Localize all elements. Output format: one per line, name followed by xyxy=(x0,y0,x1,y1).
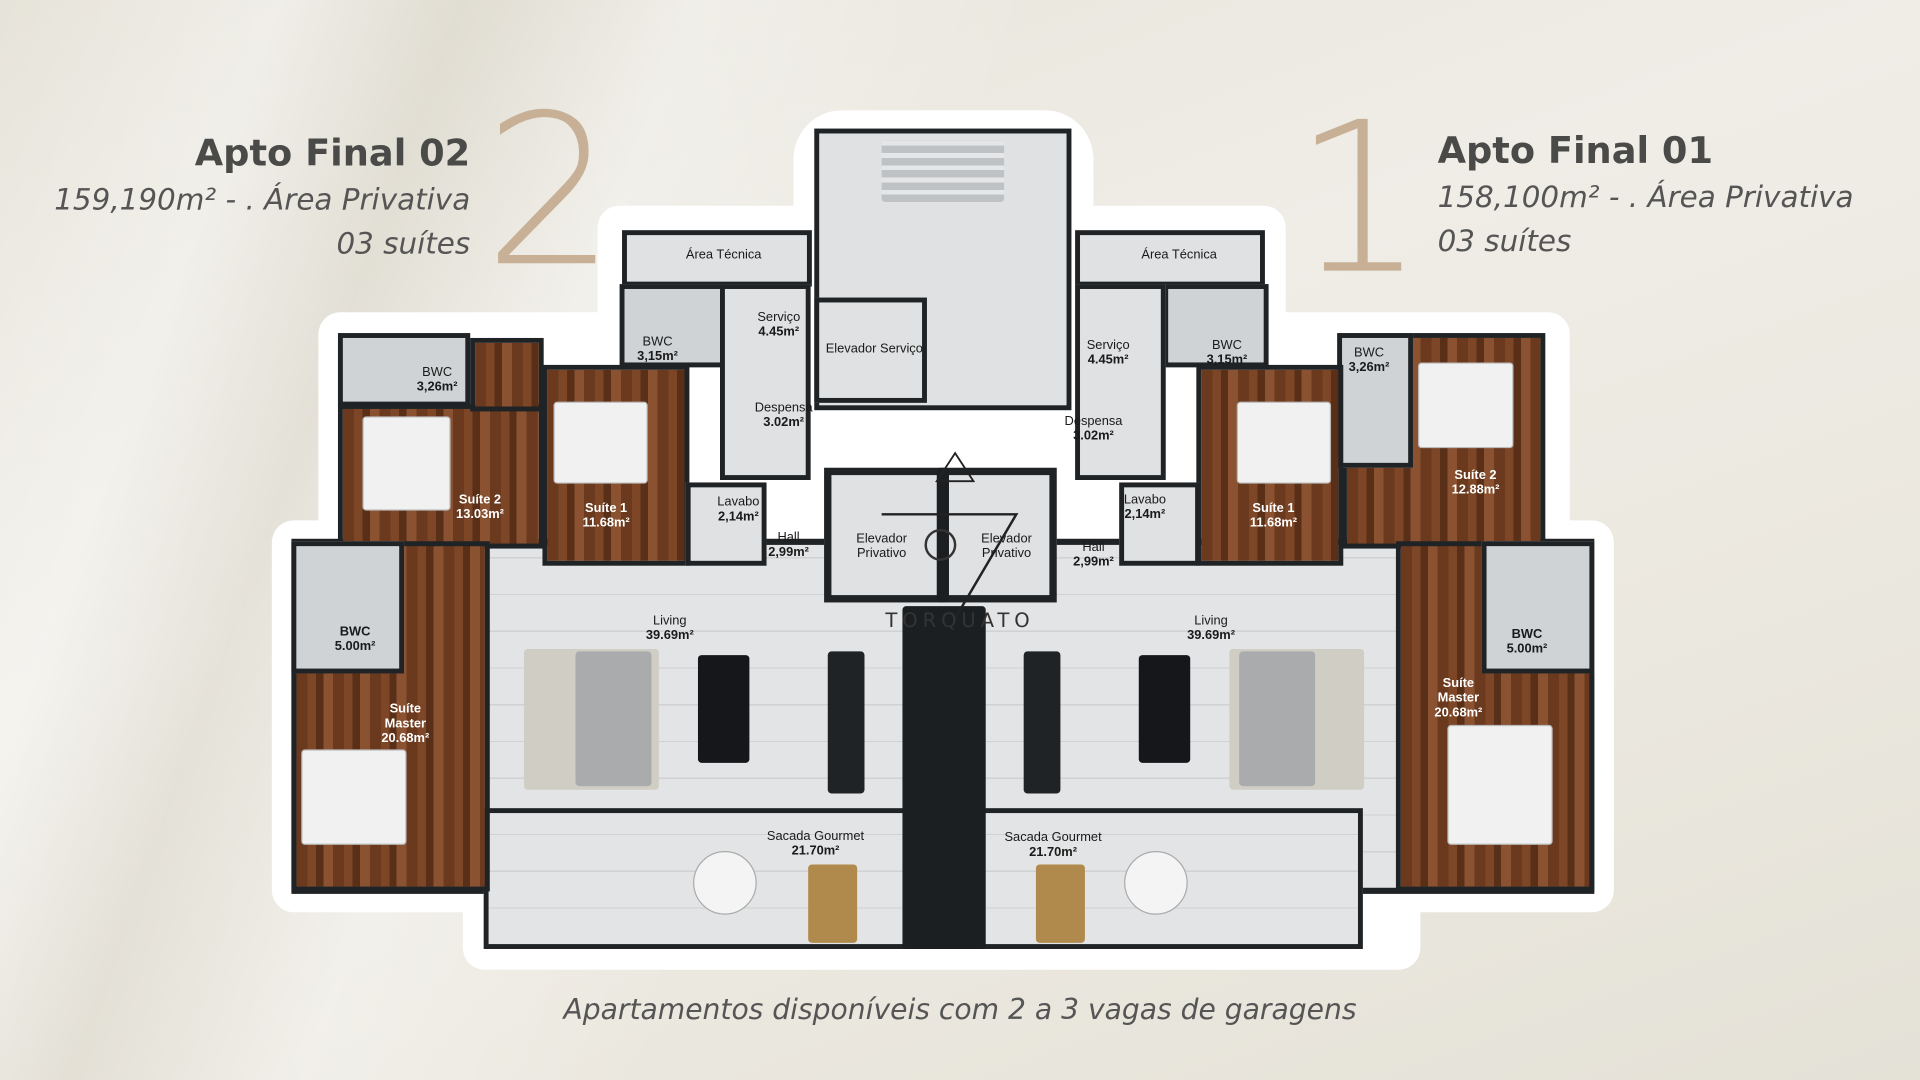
left-lavabo xyxy=(685,482,767,566)
sofa xyxy=(1239,651,1316,787)
kitchen-island xyxy=(1023,651,1061,794)
garage-caption: Apartamentos disponíveis com 2 a 3 vagas… xyxy=(563,994,1357,1027)
torquato-logo-text: TORQUATO xyxy=(885,608,1035,632)
apt-number-2: 2 xyxy=(483,71,617,314)
bed xyxy=(301,749,407,845)
right-bwc-b xyxy=(1337,333,1414,468)
label-left-area-tecnica: Área Técnica xyxy=(685,247,762,263)
bed xyxy=(1417,362,1514,449)
left-servico xyxy=(720,284,811,481)
elevator-divider xyxy=(936,467,949,603)
wood-bench xyxy=(808,864,858,943)
dining-table xyxy=(697,655,750,763)
label-elevador-privativo-left: Elevador Privativo xyxy=(856,531,908,561)
left-bwc-b xyxy=(337,333,471,407)
right-bwc-c xyxy=(1481,541,1595,674)
label-elevador-servico: Elevador Serviço xyxy=(825,341,923,357)
round-table xyxy=(1124,851,1188,915)
right-servico xyxy=(1075,284,1166,481)
apt-right-title: Apto Final 01 xyxy=(1437,129,1714,173)
left-closet xyxy=(470,337,544,412)
central-kitchen-core xyxy=(902,606,986,949)
round-table xyxy=(693,851,757,915)
apt-right-area: 158,100m² - . Área Privativa xyxy=(1437,180,1854,215)
kitchen-island xyxy=(827,651,865,794)
apt-right-info: Apto Final 01 158,100m² - . Área Privati… xyxy=(1438,130,1854,259)
apt-left-suites: 03 suítes xyxy=(336,226,471,261)
bed xyxy=(1236,401,1332,484)
elevador-servico xyxy=(814,297,927,403)
label-elevador-privativo-right: Elevador Privativo xyxy=(981,531,1032,561)
wood-bench xyxy=(1035,864,1085,943)
sofa xyxy=(575,651,652,787)
apt-number-1: 1 xyxy=(1293,78,1426,321)
apt-left-area: 159,190m² - . Área Privativa xyxy=(54,182,471,217)
torquato-logo xyxy=(881,451,1019,619)
dining-table xyxy=(1138,655,1191,763)
bed xyxy=(362,416,451,511)
bed xyxy=(553,401,648,484)
left-bwc-c xyxy=(291,541,405,674)
apt-left-title: Apto Final 02 xyxy=(194,132,471,176)
apt-right-suites: 03 suítes xyxy=(1437,224,1572,259)
right-lavabo xyxy=(1119,482,1201,566)
staircase xyxy=(881,140,1005,203)
bed xyxy=(1447,724,1553,845)
label-right-area-tecnica: Área Técnica xyxy=(1141,247,1217,263)
apt-left-info: Apto Final 02 159,190m² - . Área Privati… xyxy=(54,132,470,261)
